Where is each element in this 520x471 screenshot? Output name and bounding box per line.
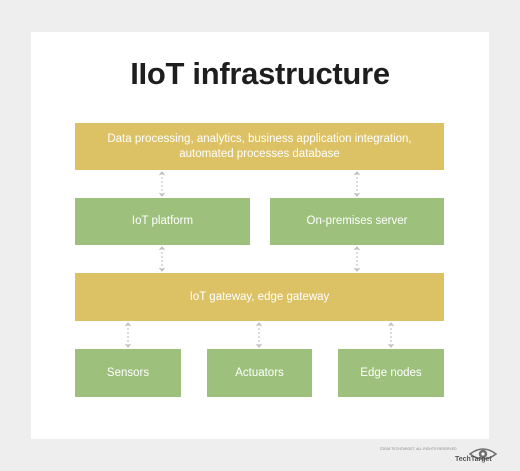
data-processing-box: Data processing, analytics, business app… xyxy=(75,123,444,170)
connector-middle-right xyxy=(354,246,360,272)
connector-top-right xyxy=(354,171,360,197)
connector-middle-left xyxy=(159,246,165,272)
techtarget-logo-text: TechTarget xyxy=(455,456,492,463)
connector-bottom-actuators xyxy=(256,322,262,348)
copyright-text: ©2018 TECHTARGET. ALL RIGHTS RESERVED xyxy=(380,447,457,451)
diagram-title: IIoT infrastructure xyxy=(130,56,390,91)
iot-platform-label: IoT platform xyxy=(131,215,194,227)
edge-nodes-box: Edge nodes xyxy=(338,349,444,397)
actuators-label: Actuators xyxy=(235,366,284,379)
on-premises-server-box: On-premises server xyxy=(270,198,444,245)
connector-bottom-sensors xyxy=(125,322,131,348)
sensors-box: Sensors xyxy=(75,349,181,397)
iot-platform-box: IoT platform xyxy=(75,198,250,245)
gateway-box: IoT gateway, edge gateway xyxy=(75,273,444,321)
sensors-label: Sensors xyxy=(106,366,150,379)
connector-bottom-edge-nodes xyxy=(388,322,394,348)
on-premises-server-label: On-premises server xyxy=(306,215,408,227)
connector-top-left xyxy=(159,171,165,197)
edge-nodes-label: Edge nodes xyxy=(360,366,422,379)
techtarget-eye-icon xyxy=(468,448,498,460)
actuators-box: Actuators xyxy=(207,349,312,397)
data-processing-label: Data processing, analytics, business app… xyxy=(107,132,412,160)
gateway-label: IoT gateway, edge gateway xyxy=(189,290,330,303)
